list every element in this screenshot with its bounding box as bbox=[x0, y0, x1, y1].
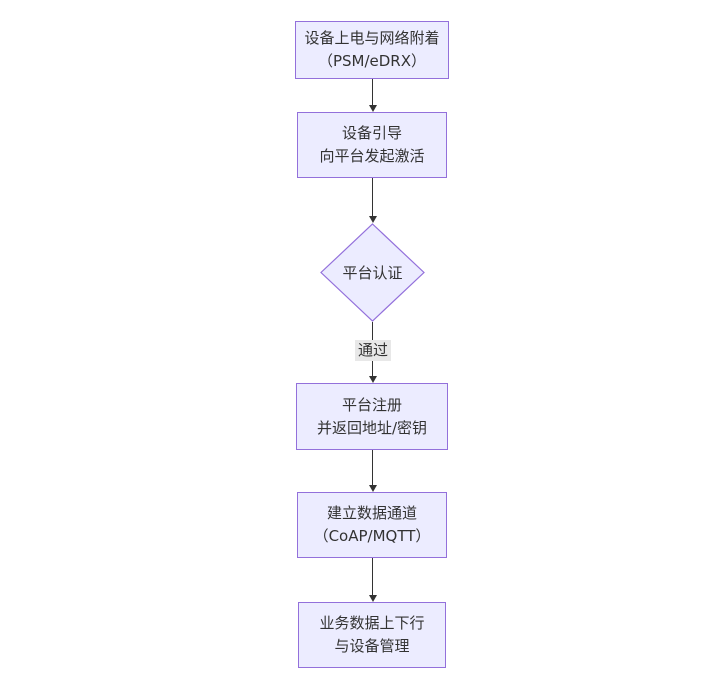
arrow-connector bbox=[368, 450, 377, 492]
edge-label-pass: 通过 bbox=[354, 340, 392, 361]
node-label-line: 平台认证 bbox=[342, 264, 403, 282]
node-auth-decision: 平台认证 bbox=[320, 223, 425, 322]
node-label-line: 并返回地址/密钥 bbox=[316, 418, 428, 437]
diamond-shape-icon bbox=[320, 223, 425, 322]
node-label-line: 向平台发起激活 bbox=[319, 147, 425, 165]
node-label-line: 建立数据通道 bbox=[326, 504, 417, 522]
node-business-data: 业务数据上下行 与设备管理 bbox=[298, 602, 446, 668]
node-label-line: 设备上电与网络附着 bbox=[304, 29, 440, 47]
node-power-attach: 设备上电与网络附着 （PSM/eDRX） bbox=[295, 21, 449, 79]
node-label-line: （PSM/eDRX） bbox=[317, 52, 427, 70]
arrowhead-icon bbox=[368, 376, 377, 383]
arrow-line bbox=[372, 450, 373, 486]
arrowhead-icon bbox=[368, 595, 377, 602]
arrowhead-icon bbox=[368, 485, 377, 492]
node-label-line: 业务数据上下行 bbox=[319, 614, 425, 632]
arrow-connector bbox=[368, 79, 377, 112]
node-label-line: （CoAP/MQTT） bbox=[313, 527, 431, 545]
arrow-line bbox=[372, 558, 373, 596]
arrow-line bbox=[372, 178, 373, 217]
node-label-line: 平台注册 bbox=[341, 395, 402, 414]
node-register: 平台注册 并返回地址/密钥 bbox=[296, 383, 448, 450]
arrow-connector bbox=[368, 178, 377, 223]
arrowhead-icon bbox=[368, 216, 377, 223]
node-data-channel: 建立数据通道 （CoAP/MQTT） bbox=[297, 492, 447, 558]
node-label-line: 与设备管理 bbox=[334, 637, 410, 655]
arrowhead-icon bbox=[368, 105, 377, 112]
arrow-connector bbox=[368, 558, 377, 602]
arrow-line bbox=[372, 79, 373, 106]
node-label-line: 设备引导 bbox=[341, 124, 402, 142]
node-bootstrap: 设备引导 向平台发起激活 bbox=[297, 112, 447, 178]
